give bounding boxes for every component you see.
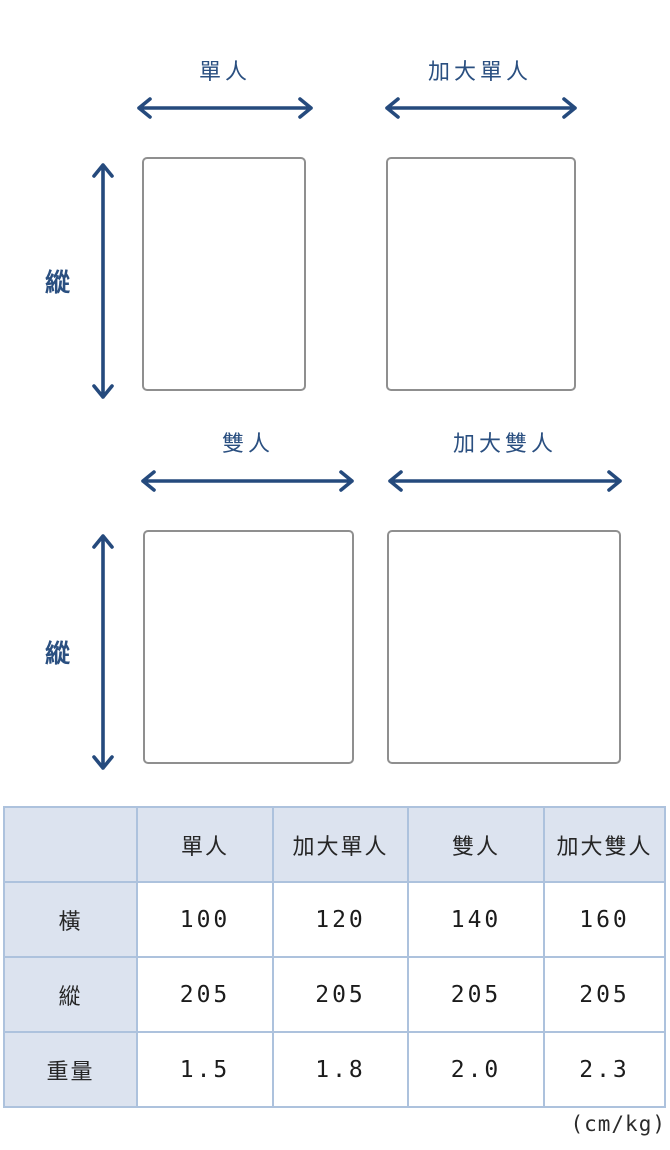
size-spec-table: 單人 加大單人 雙人 加大雙人 橫 100 120 140 160 縱 205 … xyxy=(3,806,666,1108)
table-corner-cell xyxy=(3,806,138,883)
cell-length-xl-single: 205 xyxy=(272,956,409,1033)
cell-width-double: 140 xyxy=(407,881,545,958)
cell-length-xl-double: 205 xyxy=(543,956,666,1033)
table-row-weight: 重量 1.5 1.8 2.0 2.3 xyxy=(3,1031,666,1108)
table-header-row: 單人 加大單人 雙人 加大雙人 xyxy=(3,806,666,883)
unit-note: (cm/kg) xyxy=(570,1112,666,1136)
mattress-rect-single xyxy=(142,157,306,391)
cell-length-double: 205 xyxy=(407,956,545,1033)
cell-width-single: 100 xyxy=(136,881,274,958)
label-vertical-bottom: 縱 xyxy=(45,639,71,668)
table-row-length: 縱 205 205 205 205 xyxy=(3,956,666,1033)
cell-length-single: 205 xyxy=(136,956,274,1033)
row-header-width: 橫 xyxy=(3,881,138,958)
width-arrow-xl-double-icon xyxy=(388,470,622,492)
label-vertical-top: 縱 xyxy=(45,268,71,297)
cell-width-xl-double: 160 xyxy=(543,881,666,958)
width-arrow-xl-single-icon xyxy=(385,97,577,119)
width-arrow-single-icon xyxy=(137,97,313,119)
table-row-width: 橫 100 120 140 160 xyxy=(3,881,666,958)
mattress-rect-xl-single xyxy=(386,157,576,391)
cell-weight-single: 1.5 xyxy=(136,1031,274,1108)
cell-width-xl-single: 120 xyxy=(272,881,409,958)
height-arrow-top-icon xyxy=(92,163,114,399)
mattress-rect-xl-double xyxy=(387,530,621,764)
label-xl-double: 加大雙人 xyxy=(452,432,557,457)
cell-weight-xl-single: 1.8 xyxy=(272,1031,409,1108)
col-header-xl-double: 加大雙人 xyxy=(543,806,666,883)
height-arrow-bottom-icon xyxy=(92,534,114,770)
label-single: 單人 xyxy=(198,60,251,85)
col-header-single: 單人 xyxy=(136,806,274,883)
label-xl-single: 加大單人 xyxy=(427,60,532,85)
cell-weight-double: 2.0 xyxy=(407,1031,545,1108)
label-double: 雙人 xyxy=(221,432,274,457)
col-header-double: 雙人 xyxy=(407,806,545,883)
col-header-xl-single: 加大單人 xyxy=(272,806,409,883)
width-arrow-double-icon xyxy=(141,470,354,492)
mattress-rect-double xyxy=(143,530,354,764)
row-header-weight: 重量 xyxy=(3,1031,138,1108)
row-header-length: 縱 xyxy=(3,956,138,1033)
cell-weight-xl-double: 2.3 xyxy=(543,1031,666,1108)
